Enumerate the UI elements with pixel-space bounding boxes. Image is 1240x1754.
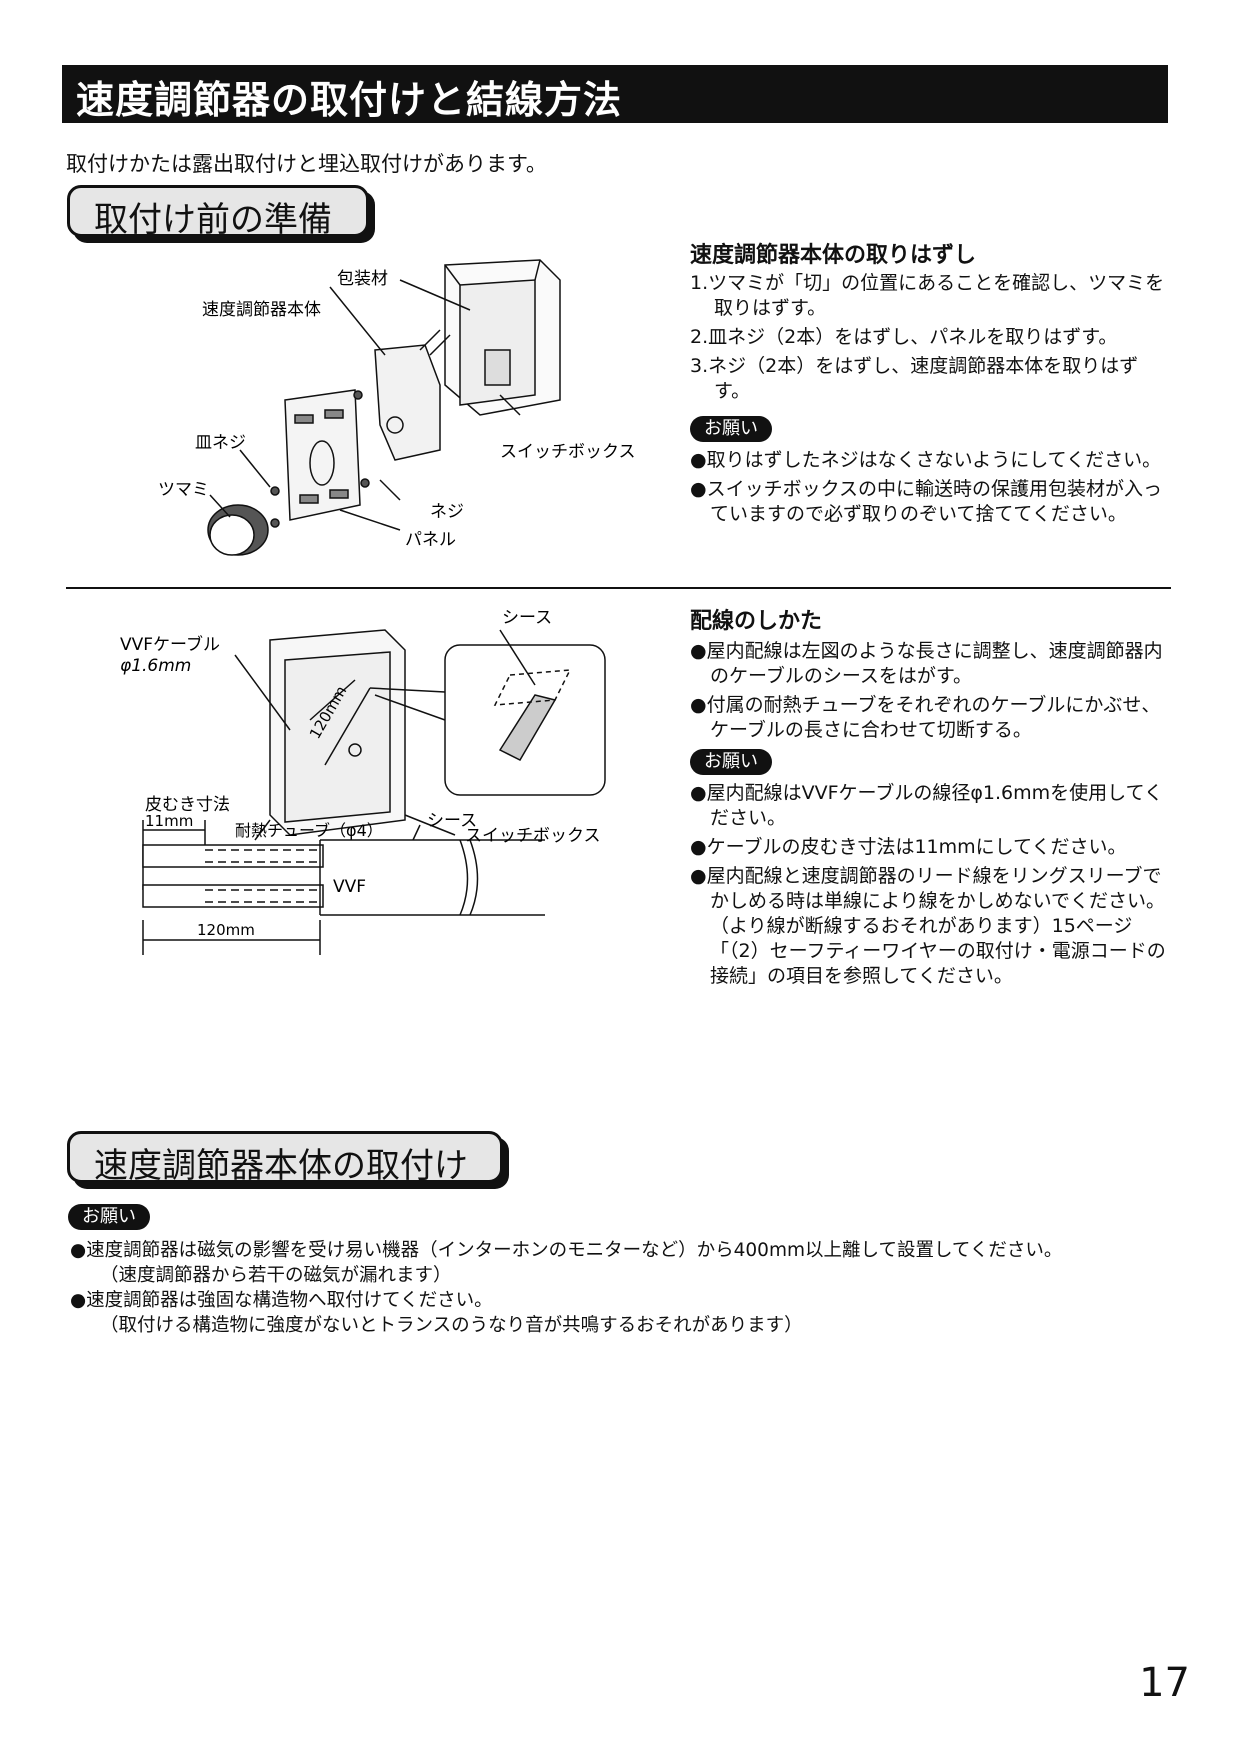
label-11mm: 11mm <box>145 812 193 830</box>
section-heading-install-label: 速度調節器本体の取付け <box>94 1146 468 1186</box>
label-flat-screw: 皿ネジ <box>195 433 246 453</box>
removal-section: 速度調節器本体の取りはずし 1.ツマミが「切」の位置にあることを確認し、ツマミを… <box>690 237 1170 527</box>
page-number: 17 <box>1139 1660 1190 1706</box>
install-note-line: （速度調節器から若干の磁気が漏れます） <box>100 1265 452 1286</box>
exploded-diagram: 包装材 速度調節器本体 皿ネジ ツマミ ネジ パネル スイッチボックス <box>158 259 636 556</box>
removal-step: 1.ツマミが「切」の位置にあることを確認し、ツマミを取りはずす。 <box>690 272 1165 319</box>
section-heading-prep: 取付け前の準備 <box>67 185 369 240</box>
section-heading-install: 速度調節器本体の取付け <box>67 1131 503 1186</box>
label-body: 速度調節器本体 <box>202 300 321 320</box>
label-sheath: シース <box>502 608 552 628</box>
install-notes: ●速度調節器は磁気の影響を受け易い機器（インターホンのモニターなど）から400m… <box>70 1238 1180 1338</box>
label-vvf: VVF <box>333 877 366 897</box>
request-badge: お願い <box>690 416 772 442</box>
request-badge: お願い <box>690 749 772 775</box>
label-tube: 耐熱チューブ（φ4） <box>235 821 383 840</box>
label-packing: 包装材 <box>337 269 388 289</box>
install-note-line: ●速度調節器は磁気の影響を受け易い機器（インターホンのモニターなど）から400m… <box>70 1240 1063 1261</box>
label-vvf-cable: VVFケーブル <box>120 634 220 655</box>
removal-heading: 速度調節器本体の取りはずし <box>690 243 977 268</box>
label-sheath-2: シース <box>427 811 477 831</box>
removal-step: 2.皿ネジ（2本）をはずし、パネルを取りはずす。 <box>690 326 1118 348</box>
page-title-bar: 速度調節器の取付けと結線方法 <box>62 65 1168 123</box>
wiring-request: ●ケーブルの皮むき寸法は11mmにしてください。 <box>690 836 1127 858</box>
label-strip-len: 皮むき寸法 <box>145 795 230 815</box>
label-switch-box: スイッチボックス <box>500 442 636 462</box>
label-120mm: 120mm <box>197 921 255 939</box>
wiring-request: ●屋内配線はVVFケーブルの線径φ1.6mmを使用してください。 <box>690 782 1164 829</box>
removal-step: 3.ネジ（2本）をはずし、速度調節器本体を取りはずす。 <box>690 355 1139 402</box>
request-badge: お願い <box>68 1204 150 1230</box>
divider <box>66 587 1171 589</box>
page-title: 速度調節器の取付けと結線方法 <box>76 78 623 122</box>
wiring-request: ●屋内配線と速度調節器のリード線をリングスリーブでかしめる時は単線により線をかし… <box>690 865 1166 987</box>
install-note-line: （取付ける構造物に強度がないとトランスのうなり音が共鳴するおそれがあります） <box>100 1315 803 1336</box>
section-heading-prep-label: 取付け前の準備 <box>94 200 332 240</box>
label-knob: ツマミ <box>158 480 209 500</box>
removal-note: ●取りはずしたネジはなくさないようにしてください。 <box>690 449 1162 471</box>
intro-text: 取付けかたは露出取付けと埋込取付けがあります。 <box>66 152 547 176</box>
label-panel: パネル <box>405 530 456 550</box>
wiring-section: 配線のしかた ●屋内配線は左図のような長さに調整し、速度調節器内のケーブルのシー… <box>690 603 1170 989</box>
label-switch-box-2: スイッチボックス <box>465 826 601 846</box>
install-request-wrap: お願い <box>68 1204 150 1230</box>
wiring-note: ●屋内配線は左図のような長さに調整し、速度調節器内のケーブルのシースをはがす。 <box>690 640 1163 687</box>
install-note-line: ●速度調節器は強固な構造物へ取付けてください。 <box>70 1290 493 1311</box>
wiring-diagram: VVFケーブル φ1.6mm シース 120mm スイッチボックス 皮むき寸法 … <box>120 608 606 955</box>
wiring-heading: 配線のしかた <box>690 609 823 634</box>
label-screw: ネジ <box>430 502 464 522</box>
removal-note: ●スイッチボックスの中に輸送時の保護用包装材が入っていますので必ず取りのぞいて捨… <box>690 478 1163 525</box>
wiring-note: ●付属の耐熱チューブをそれぞれのケーブルにかぶせ、ケーブルの長さに合わせて切断す… <box>690 694 1161 741</box>
label-phi: φ1.6mm <box>120 656 191 676</box>
